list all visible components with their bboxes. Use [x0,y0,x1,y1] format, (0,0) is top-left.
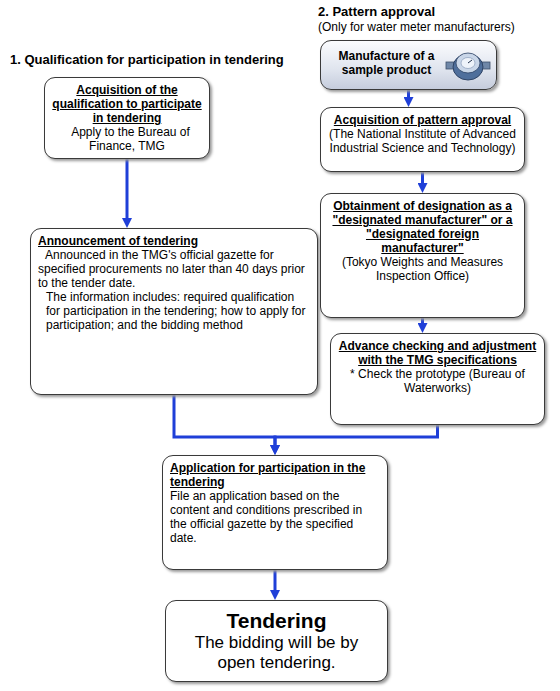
process-box: Announcement of tenderingAnnounced in th… [30,228,318,395]
box-heading: Acquisition of the qualification to part… [52,83,202,125]
section-heading: (Only for water meter manufacturers) [318,20,515,35]
process-box: Acquisition of the qualification to part… [44,77,210,159]
process-box: Advance checking and adjustment with the… [330,333,545,425]
box-heading: Acquisition of pattern approval [328,113,517,127]
flow-arrow [407,90,410,97]
flow-arrow [421,172,424,183]
box-heading: Manufacture of a sample product [329,49,444,77]
section-heading: 1. Qualification for participation in te… [10,52,284,67]
process-box: Acquisition of pattern approval(The Nati… [320,107,525,172]
section-heading: 2. Pattern approval [318,4,435,19]
box-body: Apply to the Bureau of Finance, TMG [52,125,202,153]
box-heading: Application for participation in the ten… [170,461,380,489]
box-heading: Obtainment of designation as a "designat… [328,199,517,255]
box-body: File an application based on the content… [170,489,380,545]
flow-arrow [275,425,438,445]
process-box: Manufacture of a sample product [320,40,497,90]
box-body: * Check the prototype (Bureau of Waterwo… [338,367,537,395]
box-body: The bidding will be by open tendering. [174,633,379,673]
process-box: Application for participation in the ten… [162,455,388,570]
flow-arrow [126,159,129,218]
flow-arrow [174,395,275,445]
flow-arrow [421,318,424,323]
box-body: (Tokyo Weights and Measures Inspection O… [328,255,517,283]
flow-arrow [274,570,277,590]
box-heading: Advance checking and adjustment with the… [338,339,537,367]
process-box: TenderingThe bidding will be by open ten… [165,600,388,682]
process-box: Obtainment of designation as a "designat… [320,193,525,318]
box-heading: Tendering [174,609,379,633]
box-body: Announced in the TMG's official gazette … [38,248,310,290]
box-body: (The National Institute of Advanced Indu… [328,127,517,155]
box-body: The information includes: required quali… [38,290,310,332]
box-heading: Announcement of tendering [38,234,310,248]
